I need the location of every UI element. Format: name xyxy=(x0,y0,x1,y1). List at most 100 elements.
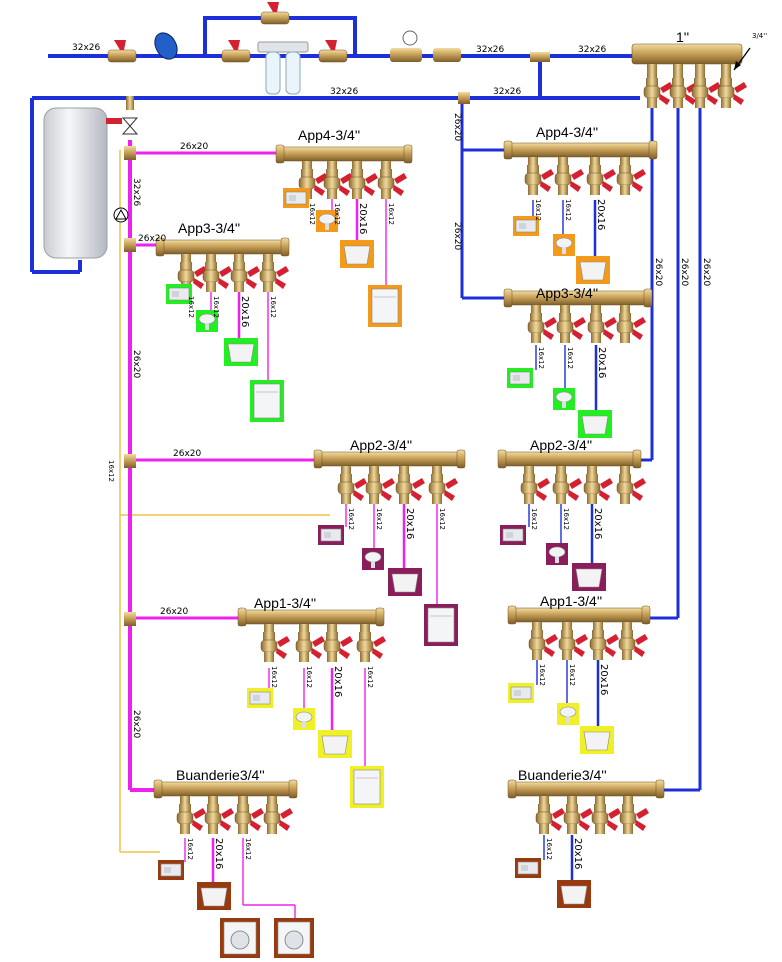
cold-app2-valve-3 xyxy=(583,474,613,504)
manifold-title-cold-buanderie: Buanderie3/4'' xyxy=(518,767,607,783)
collector-valve-1 xyxy=(643,78,673,108)
mixing-valve-icon xyxy=(121,96,139,135)
cold-app3-valve-3 xyxy=(587,313,617,343)
collector-valve-2 xyxy=(669,78,699,108)
outlet-size-hot-app1-4: 16x12 xyxy=(366,666,374,688)
hot-app1-valve-1 xyxy=(260,632,290,662)
collector-outlet xyxy=(673,64,683,78)
hot-app4-valve-4 xyxy=(377,169,407,199)
hot-app2-valve-1 xyxy=(337,474,367,504)
manifold-cold-app2 xyxy=(497,449,646,504)
cold-app4-fixture-1 xyxy=(513,216,539,236)
cold-app1-valve-1 xyxy=(528,630,558,660)
cold-buanderie-valve-2 xyxy=(563,804,593,834)
cold-app4-fixture-3 xyxy=(576,256,610,284)
hot-buanderie-valve-4 xyxy=(263,804,293,834)
cold-buanderie-valve-1 xyxy=(535,804,565,834)
outlet-size-hot-app2-3: 20x16 xyxy=(404,508,415,539)
water-meter-icon xyxy=(154,32,178,60)
outlet-size-hot-app2-1: 16x12 xyxy=(347,508,355,530)
label-hot-riser-low: 26x20 xyxy=(131,710,141,739)
cold-app2-fixture-3 xyxy=(572,563,606,591)
inlet-valves xyxy=(107,2,348,63)
cold-app4-fixture-2 xyxy=(553,234,575,256)
label-hot-branch-app3: 26x20 xyxy=(138,234,167,244)
hot-app2-valve-3 xyxy=(395,474,425,504)
hot-app2-fixture-2 xyxy=(362,548,384,570)
collector-valve-3 xyxy=(691,78,721,108)
manifold-cold-buanderie xyxy=(507,779,665,834)
label-hot-riser-mid: 26x20 xyxy=(131,350,141,379)
outlet-size-hot-app1-1: 16x12 xyxy=(270,666,278,688)
cold-app2-fixture-1 xyxy=(500,525,526,545)
cold-app1-valve-3 xyxy=(589,630,619,660)
hot-app4-valve-2 xyxy=(323,169,353,199)
manifold-title-hot-app3: App3-3/4'' xyxy=(178,220,240,236)
outlet-size-hot-buanderie-1: 16x12 xyxy=(186,838,194,860)
inline-valve-2 xyxy=(221,40,251,63)
cold-buanderie-valve-4 xyxy=(619,804,649,834)
cold-buanderie-fixture-1 xyxy=(515,858,541,878)
hot-app3-fixture-2 xyxy=(196,310,218,332)
inline-valve-1 xyxy=(107,40,137,63)
collector-outlet xyxy=(721,64,731,78)
inline-valve-4 xyxy=(260,2,290,25)
cold-app2-valve-1 xyxy=(520,474,550,504)
outlet-size-hot-app4-4: 16x12 xyxy=(387,203,395,225)
outlet-size-hot-buanderie-2: 20x16 xyxy=(213,838,224,869)
label-main-top-2: 32x26 xyxy=(476,45,505,55)
label-collector-34: 3/4'' xyxy=(752,32,767,40)
hot-app3-fixture-4 xyxy=(250,380,284,422)
manifold-hot-app2 xyxy=(313,449,466,504)
cold-app3-fixture-3 xyxy=(578,410,612,438)
hot-app4-fixture-4 xyxy=(368,285,402,327)
label-cold-inner: 26x20 xyxy=(452,113,462,142)
outlet-size-cold-app1-2: 16x12 xyxy=(568,664,576,686)
hot-app1-fixture-4 xyxy=(350,766,384,808)
outlet-size-hot-app4-3: 20x16 xyxy=(357,203,368,234)
label-return-line: 16x12 xyxy=(107,460,115,482)
label-collector-1in: 1'' xyxy=(676,29,689,45)
cold-app3-valve-2 xyxy=(556,313,586,343)
hot-app2-fixture-3 xyxy=(388,568,422,596)
label-hot-riser-top: 32x26 xyxy=(131,178,141,207)
manifold-hot-buanderie xyxy=(153,779,298,834)
circulation-pump-icon xyxy=(113,207,129,223)
manifold-title-hot-app1: App1-3/4'' xyxy=(254,595,316,611)
arrow-icon xyxy=(733,47,751,71)
outlet-size-hot-app2-2: 16x12 xyxy=(375,508,383,530)
outlet-size-cold-app3-1: 16x12 xyxy=(537,347,545,369)
outlet-size-cold-buanderie-1: 16x12 xyxy=(545,838,553,860)
cold-buanderie-fixture-2 xyxy=(557,880,591,908)
cold-app4-valve-4 xyxy=(616,165,646,195)
hot-buanderie-valve-2 xyxy=(204,804,234,834)
outlet-size-hot-app3-2: 16x12 xyxy=(212,296,220,318)
cold-app3-valve-4 xyxy=(616,313,646,343)
outlet-size-cold-app1-1: 16x12 xyxy=(538,664,546,686)
hot-app4-fixture-2 xyxy=(316,210,338,232)
hot-buanderie-valve-1 xyxy=(176,804,206,834)
collector-outlet xyxy=(695,64,705,78)
hot-app1-fixture-1 xyxy=(247,688,273,708)
collector-valve-4 xyxy=(717,78,747,108)
manifold-hot-app3 xyxy=(155,237,290,292)
double-filter-icon xyxy=(257,41,309,95)
label-main-top-3: 32x26 xyxy=(578,45,607,55)
hot-buanderie-fixture-3 xyxy=(220,918,260,958)
outlet-size-hot-app1-3: 20x16 xyxy=(332,666,343,697)
outlet-size-hot-app1-2: 16x12 xyxy=(305,666,313,688)
cold-app3-fixture-1 xyxy=(507,368,533,388)
hot-app1-fixture-3 xyxy=(318,730,352,758)
outlet-size-hot-app3-3: 20x16 xyxy=(239,296,250,327)
outlet-size-cold-app2-2: 16x12 xyxy=(562,508,570,530)
hot-app4-fixture-3 xyxy=(340,240,374,268)
hot-buanderie-fixture-4 xyxy=(274,918,314,958)
manifold-title-cold-app2: App2-3/4'' xyxy=(530,437,592,453)
manifold-cold-app1 xyxy=(507,605,651,660)
hot-app2-valve-4 xyxy=(428,474,458,504)
label-main-second-1: 32x26 xyxy=(330,87,359,97)
hot-buanderie-fixture-2 xyxy=(197,882,231,910)
hot-buanderie-fixture-1 xyxy=(158,860,184,880)
